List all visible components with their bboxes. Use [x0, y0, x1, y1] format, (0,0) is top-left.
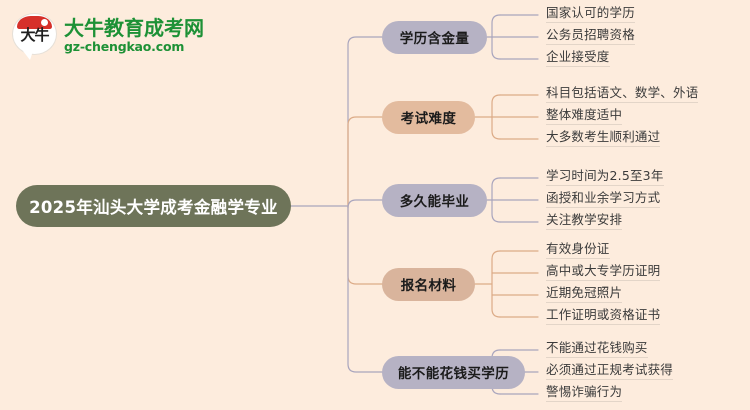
- root-node[interactable]: 2025年汕头大学成考金融学专业: [16, 185, 291, 227]
- branch-node-4[interactable]: 报名材料: [382, 267, 475, 301]
- leaf-item[interactable]: 近期免冠照片: [546, 286, 623, 303]
- leaf-item[interactable]: 国家认可的学历: [546, 6, 635, 23]
- site-logo: 大牛 大牛教育成考网 gz-chengkao.com: [12, 8, 204, 62]
- logo-mark-text: 大牛: [20, 25, 49, 44]
- logo-title: 大牛教育成考网: [64, 15, 204, 40]
- leaf-item[interactable]: 不能通过花钱购买: [546, 341, 648, 358]
- leaf-item[interactable]: 学习时间为2.5至3年: [546, 169, 664, 186]
- branch-node-1[interactable]: 学历含金量: [382, 20, 487, 54]
- leaf-item[interactable]: 必须通过正规考试获得: [546, 363, 674, 380]
- leaf-item[interactable]: 关注教学安排: [546, 213, 623, 230]
- logo-bubble-icon: 大牛: [12, 12, 57, 60]
- leaf-item[interactable]: 函授和业余学习方式: [546, 191, 661, 208]
- leaf-item[interactable]: 有效身份证: [546, 242, 610, 259]
- logo-cap-shape: [17, 15, 52, 29]
- logo-subtitle: gz-chengkao.com: [64, 38, 185, 54]
- branch-node-2[interactable]: 考试难度: [382, 100, 475, 134]
- leaf-item[interactable]: 整体难度适中: [546, 108, 623, 125]
- leaf-item[interactable]: 工作证明或资格证书: [546, 308, 661, 325]
- logo-bubble-tail: [23, 50, 33, 60]
- logo-cap-dot: [41, 18, 48, 26]
- leaf-item[interactable]: 高中或大专学历证明: [546, 264, 661, 281]
- leaf-item[interactable]: 科目包括语文、数学、外语: [546, 86, 699, 103]
- leaf-item[interactable]: 公务员招聘资格: [546, 28, 635, 45]
- leaf-item[interactable]: 警惕诈骗行为: [546, 385, 623, 402]
- leaf-item[interactable]: 企业接受度: [546, 50, 610, 67]
- leaf-item[interactable]: 大多数考生顺利通过: [546, 130, 661, 147]
- logo-wordmark: 大牛教育成考网 gz-chengkao.com: [64, 17, 204, 54]
- branch-node-3[interactable]: 多久能毕业: [382, 183, 487, 217]
- branch-node-5[interactable]: 能不能花钱买学历: [382, 355, 525, 389]
